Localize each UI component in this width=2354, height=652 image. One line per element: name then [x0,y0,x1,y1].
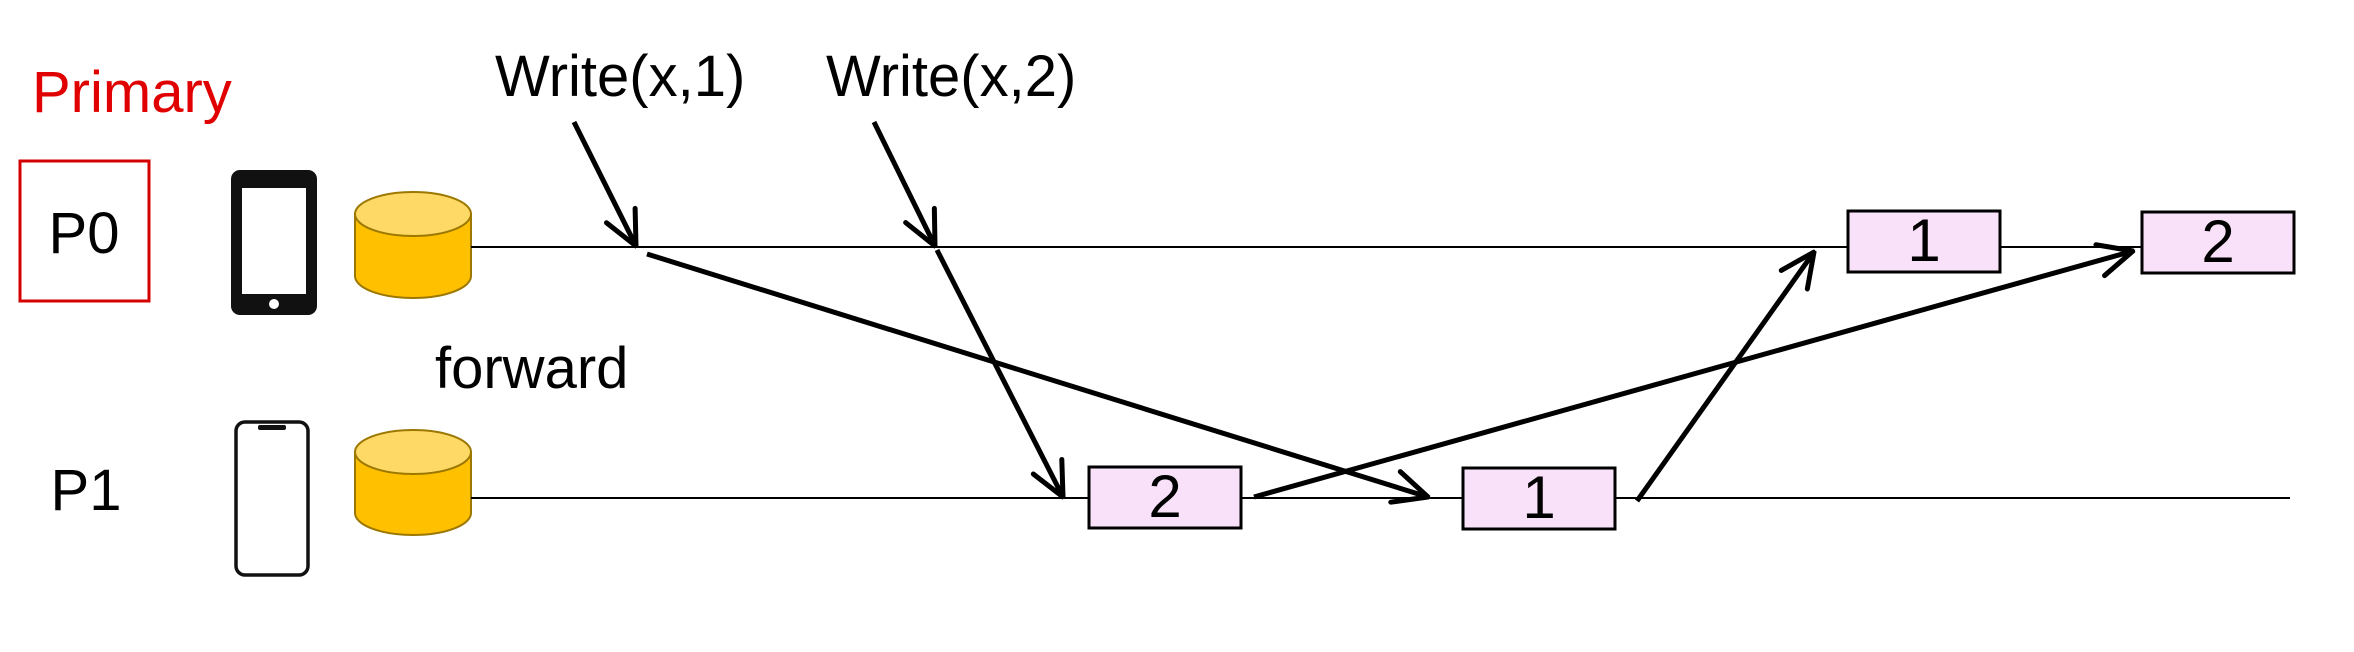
propagate-arrow-value-2 [1253,251,2133,500]
forward-arrow-write-1 [646,251,1428,497]
invoke-arrow-write-2 [871,120,935,246]
primary-box [18,159,151,303]
p1-log-entry: 1 [1461,464,1617,531]
operation-label-write-2: Write(x,2) [826,44,1076,109]
forward-arrow-write-2 [934,248,1063,497]
database-icon-p1 [354,429,472,536]
p0-log-entry: 1 [1846,207,2002,274]
process-label-p1: P1 [51,458,122,523]
p1-log-entry: 2 [1087,463,1243,530]
invoke-arrow-write-1 [571,120,636,246]
operation-label-write-1: Write(x,1) [495,44,745,109]
phone-solid-icon [231,170,317,315]
log-entry-value: 1 [1907,207,1940,274]
log-entry-value: 1 [1522,464,1555,531]
propagate-arrow-value-1 [1634,252,1814,503]
primary-label: Primary [32,60,232,125]
database-icon-p0 [354,191,472,299]
forward-label: forward [435,336,628,401]
log-entry-value: 2 [1148,463,1181,530]
log-entry-value: 2 [2201,208,2234,275]
p0-log-entry: 2 [2140,208,2296,275]
phone-outline-icon [234,420,310,577]
process-label-p0: P0 [49,201,120,266]
